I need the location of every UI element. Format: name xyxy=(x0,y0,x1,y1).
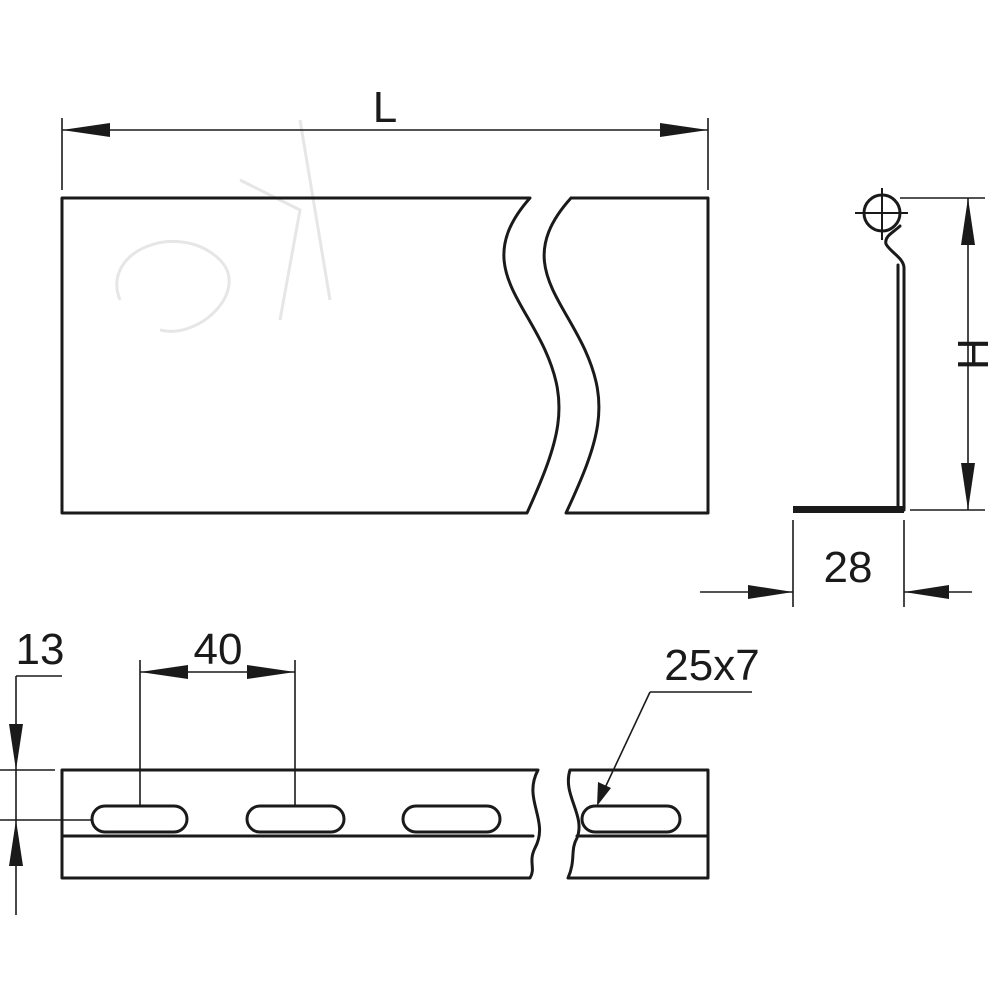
flange xyxy=(793,506,904,513)
slot-pitch-dimension: 40 xyxy=(139,625,296,806)
front-view xyxy=(60,196,710,515)
slot-size-label: 25x7 xyxy=(664,641,759,690)
length-dimension: L xyxy=(61,83,709,190)
slot-size-leader: 25x7 xyxy=(597,641,760,806)
slot xyxy=(580,804,682,834)
flange-width-label: 28 xyxy=(824,543,873,592)
slot xyxy=(245,804,346,834)
slot xyxy=(401,804,502,834)
watermark xyxy=(115,119,332,333)
offset-label: 13 xyxy=(16,625,65,674)
slot xyxy=(90,804,189,834)
bottom-view xyxy=(60,768,710,880)
offset-dimension: 13 xyxy=(0,625,92,915)
length-label: L xyxy=(373,83,397,132)
slot-pitch-label: 40 xyxy=(194,625,243,674)
flange-dimension: 28 xyxy=(700,520,972,607)
height-dimension: H xyxy=(900,197,997,511)
side-profile xyxy=(793,188,908,513)
height-label: H xyxy=(948,338,997,370)
